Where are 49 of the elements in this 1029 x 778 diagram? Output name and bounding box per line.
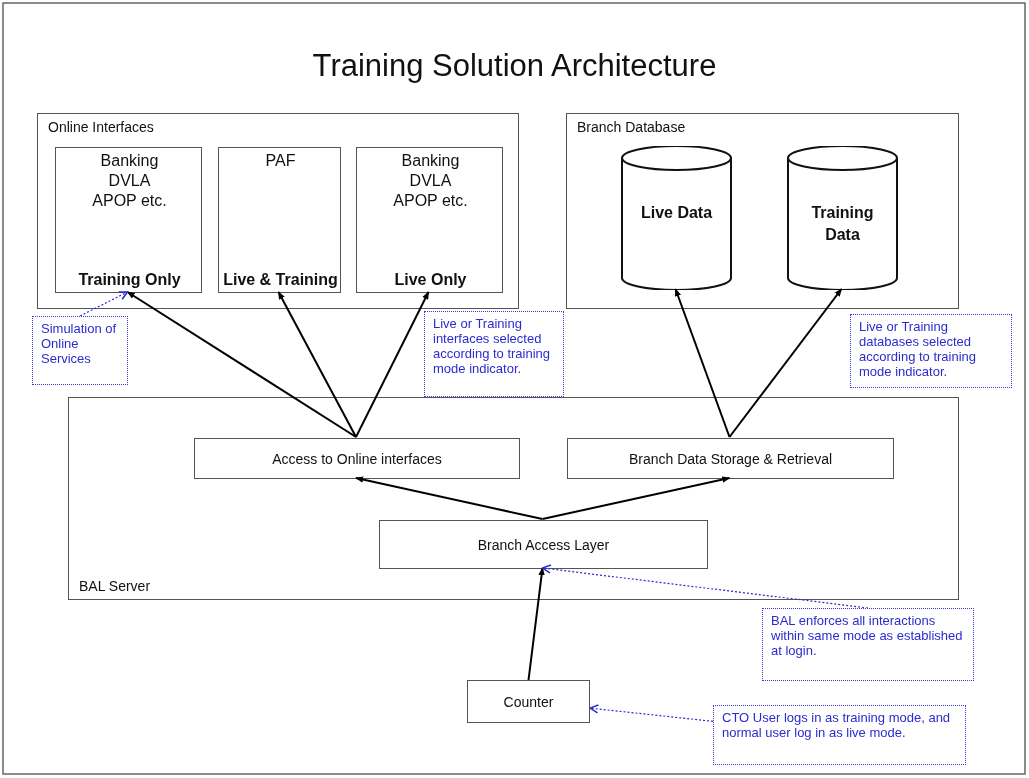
arrow	[728, 288, 843, 438]
group-box	[566, 113, 959, 309]
database-cylinder	[787, 146, 898, 290]
note-text: CTO User logs in as training mode, and normal user log in as live mode.	[722, 710, 951, 740]
note-box	[424, 311, 564, 397]
process-box	[194, 438, 520, 479]
process-box	[467, 680, 590, 723]
process-box	[567, 438, 894, 479]
service-box	[356, 147, 503, 293]
group-box	[37, 113, 519, 309]
arrow	[541, 476, 731, 520]
note-box	[850, 314, 1012, 388]
service-list: Banking DVLA APOP etc.	[389, 151, 472, 211]
note-text: Live or Training databases selected according to training mode indicator.	[859, 319, 977, 379]
arrow	[277, 291, 357, 438]
database-label: Training Data	[810, 203, 875, 245]
note-box	[762, 608, 974, 681]
note-text: Simulation of Online Services	[41, 321, 117, 366]
arrow	[674, 288, 731, 438]
box-label: Access to Online interfaces	[272, 450, 442, 467]
arrow	[126, 291, 357, 438]
arrow	[355, 476, 544, 520]
leader-arrow	[541, 564, 869, 609]
note-box	[713, 705, 966, 765]
box-label: Counter	[503, 693, 554, 710]
service-box	[55, 147, 202, 293]
box-label: Branch Access Layer	[477, 536, 610, 553]
mode-label: Training Only	[77, 270, 182, 290]
note-box	[32, 316, 128, 385]
group-label: Branch Database	[577, 119, 686, 135]
arrow	[527, 567, 545, 681]
mode-label: Live Only	[393, 270, 468, 290]
box-label: Branch Data Storage & Retrieval	[628, 450, 833, 467]
group-label: Online Interfaces	[48, 119, 154, 135]
mode-label: Live & Training	[222, 270, 339, 290]
note-text: BAL enforces all interactions within same mode as established at login.	[771, 613, 963, 658]
service-list: PAF	[239, 151, 322, 171]
database-cylinder	[621, 146, 732, 290]
note-text: Live or Training interfaces selected according to training mode indicator.	[433, 316, 551, 376]
database-label: Live Data	[639, 203, 714, 223]
leader-arrow	[589, 704, 714, 722]
arrow	[355, 291, 430, 438]
group-box	[68, 397, 959, 600]
group-label: BAL Server	[79, 578, 151, 594]
diagram-title: Training Solution Architecture	[311, 48, 718, 84]
service-list: Banking DVLA APOP etc.	[88, 151, 171, 211]
leader-arrow	[79, 291, 129, 317]
service-box	[218, 147, 341, 293]
process-box	[379, 520, 708, 569]
